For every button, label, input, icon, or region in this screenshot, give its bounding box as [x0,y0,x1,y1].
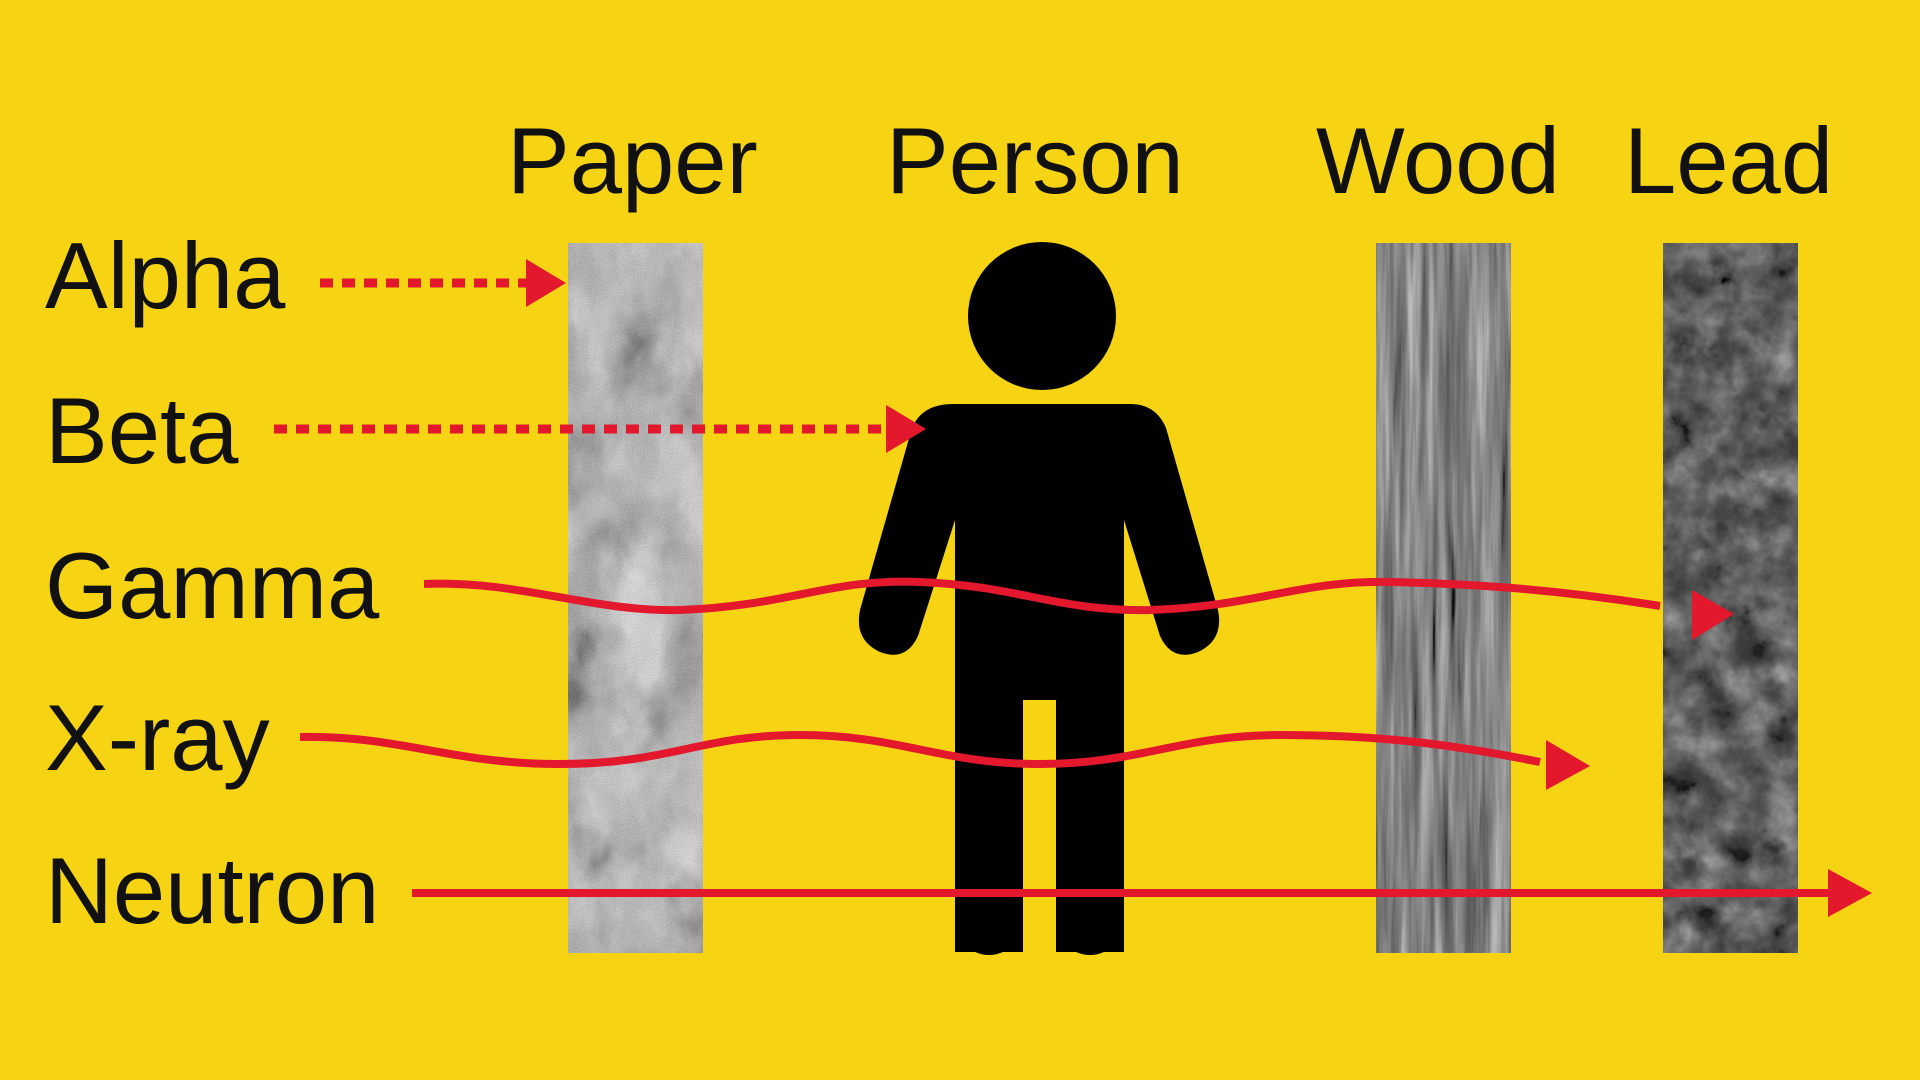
material-label-wood: Wood [1316,108,1560,213]
radiation-label-beta: Beta [45,378,239,483]
xray-arrow [299,730,1590,790]
material-label-lead: Lead [1624,108,1833,213]
neutron-arrow [412,869,1872,917]
radiation-label-alpha: Alpha [45,223,286,328]
radiation-label-gamma: Gamma [45,533,380,638]
leg-gap [1023,700,1056,960]
beta-arrow [274,405,926,453]
radiation-label-neutron: Neutron [45,838,379,943]
lead-barrier [1663,243,1798,953]
paper-barrier [568,243,703,953]
gamma-arrow [423,577,1734,640]
wood-barrier [1376,243,1511,953]
radiation-label-xray: X-ray [45,685,270,790]
material-label-paper: Paper [507,108,758,213]
alpha-arrow [320,259,566,307]
material-label-person: Person [886,108,1184,213]
